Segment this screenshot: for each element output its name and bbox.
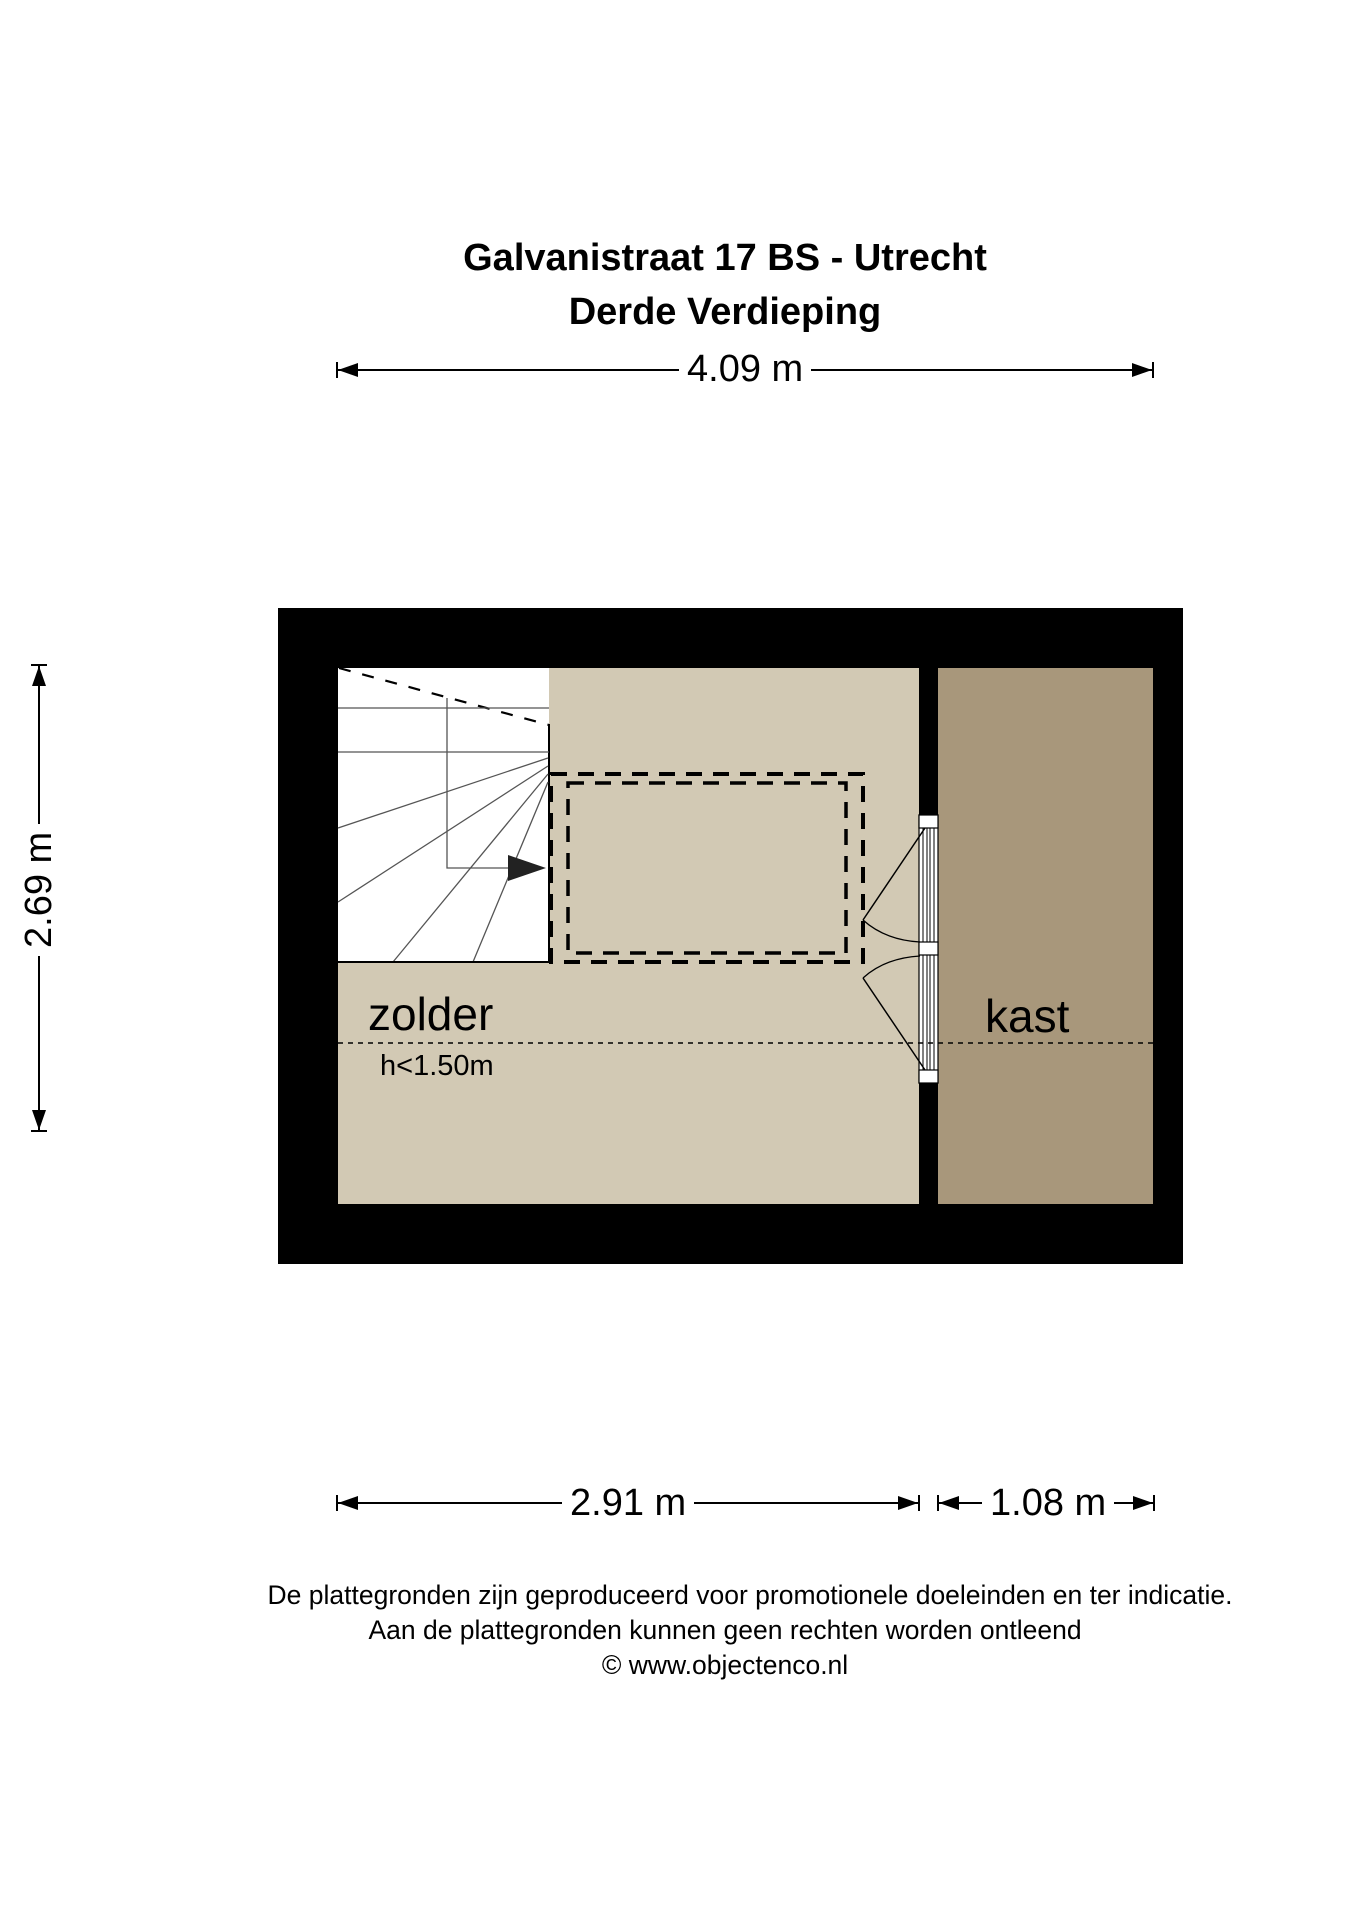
dimension-label-zolder-width: 2.91 m <box>562 1483 695 1523</box>
page-title: Galvanistraat 17 BS - Utrecht <box>463 237 987 279</box>
copyright-line: © www.objectenco.nl <box>601 1650 849 1680</box>
room-height-note: h<1.50m <box>380 1050 494 1082</box>
disclaimer-line-1: De plattegronden zijn geproduceerd voor … <box>267 1580 1233 1610</box>
room-label-zolder: zolder <box>368 988 494 1040</box>
staircase <box>337 666 550 963</box>
dimension-label-total-width: 4.09 m <box>679 349 812 389</box>
disclaimer-line-2: Aan de plattegronden kunnen geen rechten… <box>368 1615 1082 1645</box>
dimension-label-total-depth: 2.69 m <box>18 823 60 956</box>
door-kast[interactable] <box>862 827 926 1071</box>
roof-hatch-outline <box>549 772 865 964</box>
room-kast <box>938 668 1153 1204</box>
room-label-kast: kast <box>985 990 1070 1042</box>
floor-subtitle: Derde Verdieping <box>568 291 882 333</box>
dimension-label-kast-width: 1.08 m <box>982 1483 1115 1523</box>
partition-wall <box>918 668 939 1204</box>
stair-direction-arrow-icon <box>508 855 546 881</box>
